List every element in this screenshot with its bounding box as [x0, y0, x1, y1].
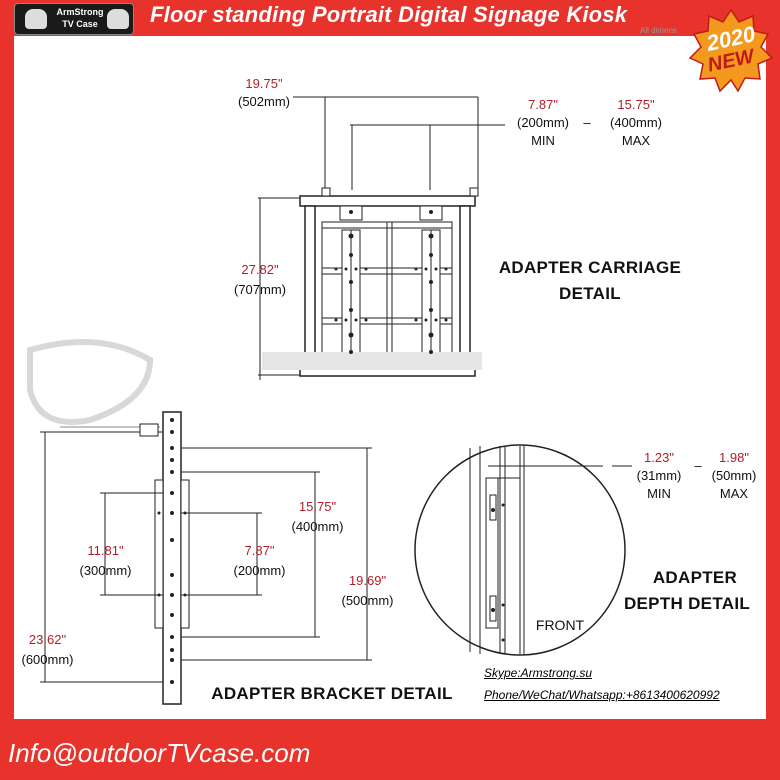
bracket-title: ADAPTER BRACKET DETAIL	[211, 684, 453, 703]
adapter-depth-drawing	[414, 444, 632, 656]
logo-text-line1: ArmStrong	[56, 7, 104, 17]
carriage-title-line1: ADAPTER CARRIAGE	[498, 258, 682, 277]
logo-text-line2: TV Case	[62, 19, 98, 29]
depth-front-label: FRONT	[535, 617, 585, 633]
bracket-500-mm: (500mm)	[341, 593, 394, 608]
bracket-500-in: 19.69"	[348, 573, 387, 588]
carriage-width-in: 19.75"	[245, 76, 283, 91]
carriage-max-mm: (400mm)	[609, 115, 662, 130]
armstrong-logo[interactable]: ArmStrong TV Case	[14, 3, 134, 35]
carriage-min-in: 7.87"	[528, 97, 558, 112]
carriage-min-mm: (200mm)	[516, 115, 569, 130]
new-2020-badge-icon	[688, 8, 774, 93]
depth-min-mm: (31mm)	[636, 468, 682, 483]
bracket-200-in: 7.87"	[244, 543, 275, 558]
depth-dash: –	[694, 458, 702, 473]
page-title: Floor standing Portrait Digital Signage …	[150, 2, 628, 27]
bracket-holes	[157, 418, 187, 684]
depth-title-line1: ADAPTER	[652, 568, 738, 587]
bracket-600-in: 23.62"	[28, 632, 67, 647]
depth-title-line2: DEPTH DETAIL	[623, 594, 751, 613]
bracket-300-in: 11.81"	[87, 543, 124, 558]
carriage-min-label: MIN	[531, 133, 555, 148]
depth-max-label: MAX	[719, 486, 749, 501]
logo-text: ArmStrong TV Case	[55, 6, 105, 30]
depth-max-mm: (50mm)	[711, 468, 757, 483]
carriage-height-mm: (707mm)	[233, 282, 286, 297]
flexed-arm-icon	[25, 9, 47, 29]
carriage-dash: –	[583, 115, 591, 130]
carriage-title-line2: DETAIL	[559, 284, 621, 303]
carriage-width-mm: (502mm)	[237, 94, 290, 109]
adapter-bracket-drawing	[40, 411, 372, 705]
adapter-carriage-drawing	[258, 96, 505, 380]
carriage-max-in: 15.75"	[617, 97, 655, 112]
bracket-600-mm: (600mm)	[21, 652, 74, 667]
bracket-300-mm: (300mm)	[79, 563, 132, 578]
ghost-note: All dimens	[640, 26, 677, 35]
bracket-400-mm: (400mm)	[291, 519, 344, 534]
carriage-bolts	[334, 210, 448, 354]
flexed-arm-icon	[107, 9, 129, 29]
carriage-height-in: 27.82"	[241, 262, 279, 277]
phone-contact[interactable]: Phone/WeChat/Whatsapp:+8613400620992	[484, 688, 720, 702]
carriage-max-label: MAX	[621, 133, 651, 148]
bracket-200-mm: (200mm)	[233, 563, 286, 578]
email-link[interactable]: Info@outdoorTVcase.com	[8, 738, 311, 768]
diagram-canvas	[14, 36, 766, 719]
depth-min-in: 1.23"	[644, 450, 674, 465]
bracket-400-in: 15.75"	[298, 499, 337, 514]
depth-min-label: MIN	[647, 486, 671, 501]
footer-bar	[0, 719, 780, 780]
depth-max-in: 1.98"	[719, 450, 749, 465]
watermark-swirl	[27, 339, 154, 425]
skype-contact[interactable]: Skype:Armstrong.su	[484, 666, 593, 680]
depth-bolts	[491, 503, 505, 642]
